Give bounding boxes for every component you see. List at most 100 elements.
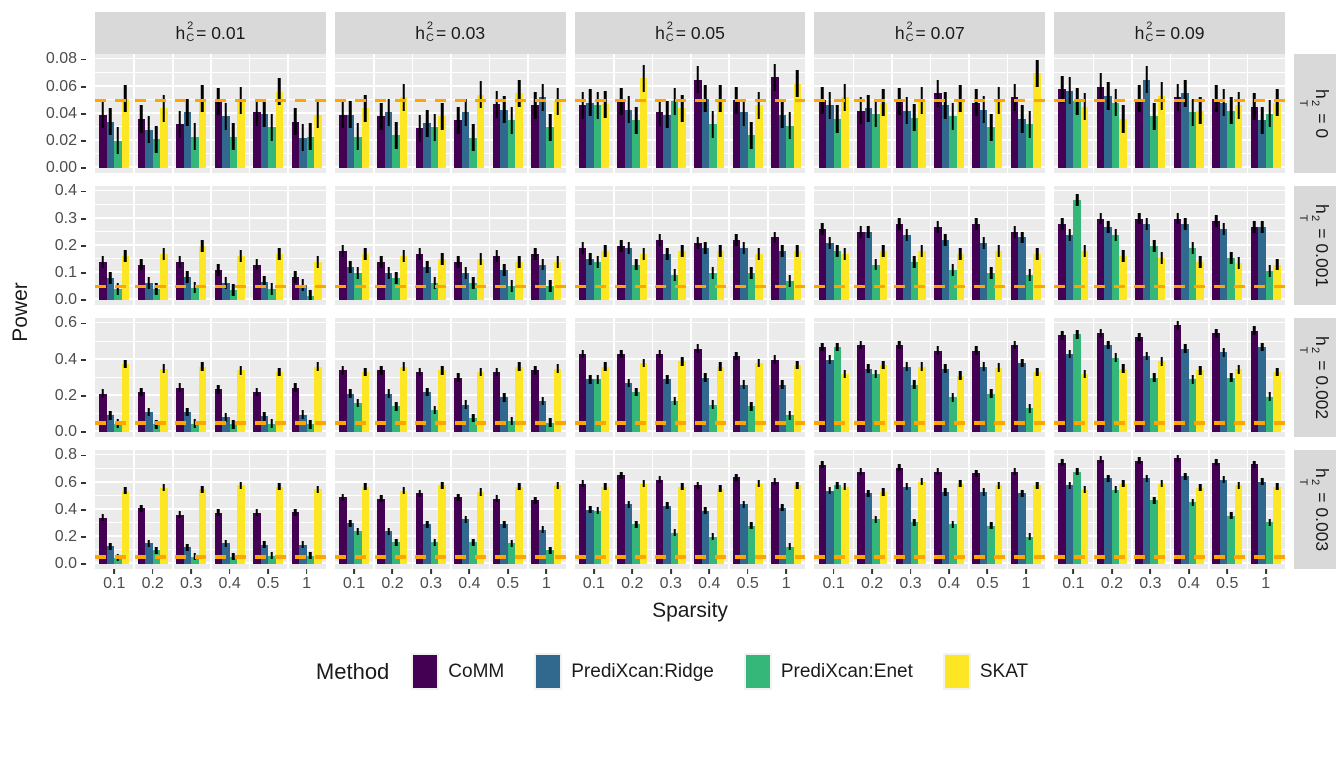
error-bar — [263, 100, 266, 128]
bar-CoMM — [771, 359, 779, 432]
gridline-vertical — [248, 54, 251, 173]
x-tick-label: 0.2 — [1100, 575, 1123, 592]
bar-PrediXcan:Enet — [507, 120, 516, 168]
bar-SKAT — [314, 261, 322, 300]
bar-PrediXcan:Ridge — [740, 112, 748, 168]
gridline-vertical — [171, 450, 174, 569]
error-bar — [1060, 459, 1064, 467]
reference-line — [814, 284, 1046, 289]
gridline-vertical — [210, 186, 212, 305]
gridline-vertical — [488, 318, 491, 437]
error-bar — [101, 255, 105, 268]
gridline-vertical — [689, 186, 692, 305]
error-bar — [982, 362, 985, 372]
bar-PrediXcan:Ridge — [778, 250, 787, 300]
x-tick-mark — [151, 569, 154, 574]
error-bar — [433, 538, 436, 546]
bar-CoMM — [339, 114, 347, 168]
bar-CoMM — [137, 264, 146, 300]
error-bar — [456, 255, 460, 268]
bar-CoMM — [857, 110, 865, 168]
bar-PrediXcan:Enet — [987, 393, 995, 432]
error-bar — [232, 123, 235, 151]
error-bar — [951, 393, 955, 402]
error-bar — [471, 538, 475, 546]
bar-SKAT — [639, 253, 648, 300]
error-bar — [124, 250, 127, 263]
error-bar — [548, 546, 552, 554]
gridline-vertical — [968, 54, 970, 173]
bar-PrediXcan:Enet — [546, 286, 554, 300]
bar-CoMM — [732, 355, 741, 432]
facet-panel — [1054, 186, 1285, 305]
bar-SKAT — [121, 364, 130, 432]
error-bar — [658, 476, 661, 484]
bar-CoMM — [655, 240, 664, 300]
bar-CoMM — [1212, 462, 1220, 564]
bar-PrediXcan:Ridge — [778, 114, 787, 168]
bar-PrediXcan:Enet — [1227, 257, 1235, 300]
error-bar — [147, 116, 151, 144]
gridline-vertical — [1092, 450, 1095, 569]
error-bar — [309, 289, 312, 300]
bar-SKAT — [121, 256, 130, 300]
error-bar — [1028, 269, 1031, 282]
bar-SKAT — [160, 108, 168, 168]
bar-PrediXcan:Enet — [507, 543, 516, 564]
bar-SKAT — [956, 483, 965, 564]
bar-SKAT — [121, 490, 130, 564]
error-bar — [1145, 217, 1148, 230]
bar-CoMM — [694, 485, 702, 564]
bar-CoMM — [1212, 98, 1220, 168]
error-bar — [1237, 91, 1240, 119]
x-tick-mark — [1110, 569, 1113, 574]
error-bar — [1106, 82, 1110, 110]
x-tick-label: 0.1 — [342, 575, 366, 592]
bar-PrediXcan:Enet — [507, 286, 516, 300]
y-tick-label: 0.2 — [54, 386, 77, 404]
gridline-vertical — [287, 54, 289, 173]
bar-PrediXcan:Ridge — [1219, 102, 1228, 168]
bar-PrediXcan:Ridge — [1219, 352, 1228, 432]
gridline-vertical — [1208, 54, 1210, 173]
gridline-vertical — [287, 318, 289, 437]
error-bar — [773, 355, 777, 364]
x-tick-mark — [1025, 569, 1027, 574]
bar-SKAT — [198, 245, 207, 300]
reference-line — [1054, 284, 1285, 289]
bar-SKAT — [639, 483, 648, 564]
y-tick-mark — [81, 394, 86, 397]
x-tick-mark — [506, 569, 509, 574]
bar-CoMM — [415, 372, 424, 432]
gridline-vertical — [766, 450, 769, 569]
x-tick-label: 0.3 — [659, 575, 682, 592]
x-tick-label: 0.2 — [381, 575, 404, 592]
error-bar — [1114, 486, 1117, 494]
bar-PrediXcan:Ridge — [423, 123, 431, 168]
bar-PrediXcan:Ridge — [864, 232, 873, 300]
bar-SKAT — [678, 250, 686, 300]
bar-CoMM — [377, 370, 385, 432]
y-tick-mark — [81, 481, 86, 484]
bar-PrediXcan:Enet — [469, 283, 477, 300]
x-tick-mark — [1264, 569, 1267, 574]
facet-panel — [334, 54, 566, 173]
gridline-vertical — [133, 450, 136, 569]
x-tick-mark — [468, 569, 471, 574]
error-bar — [316, 255, 320, 268]
error-bar — [186, 407, 189, 417]
bar-PrediXcan:Ridge — [260, 282, 269, 300]
bar-PrediXcan:Ridge — [864, 493, 873, 564]
bar-CoMM — [1058, 335, 1066, 432]
error-bar — [178, 110, 182, 138]
gridline-vertical — [1092, 54, 1095, 173]
bar-CoMM — [291, 387, 300, 432]
error-bar — [658, 234, 661, 247]
bar-PrediXcan:Enet — [833, 485, 842, 564]
bar-SKAT — [793, 485, 802, 564]
error-bar — [750, 402, 753, 411]
bar-SKAT — [879, 364, 888, 432]
bar-PrediXcan:Enet — [191, 136, 199, 168]
